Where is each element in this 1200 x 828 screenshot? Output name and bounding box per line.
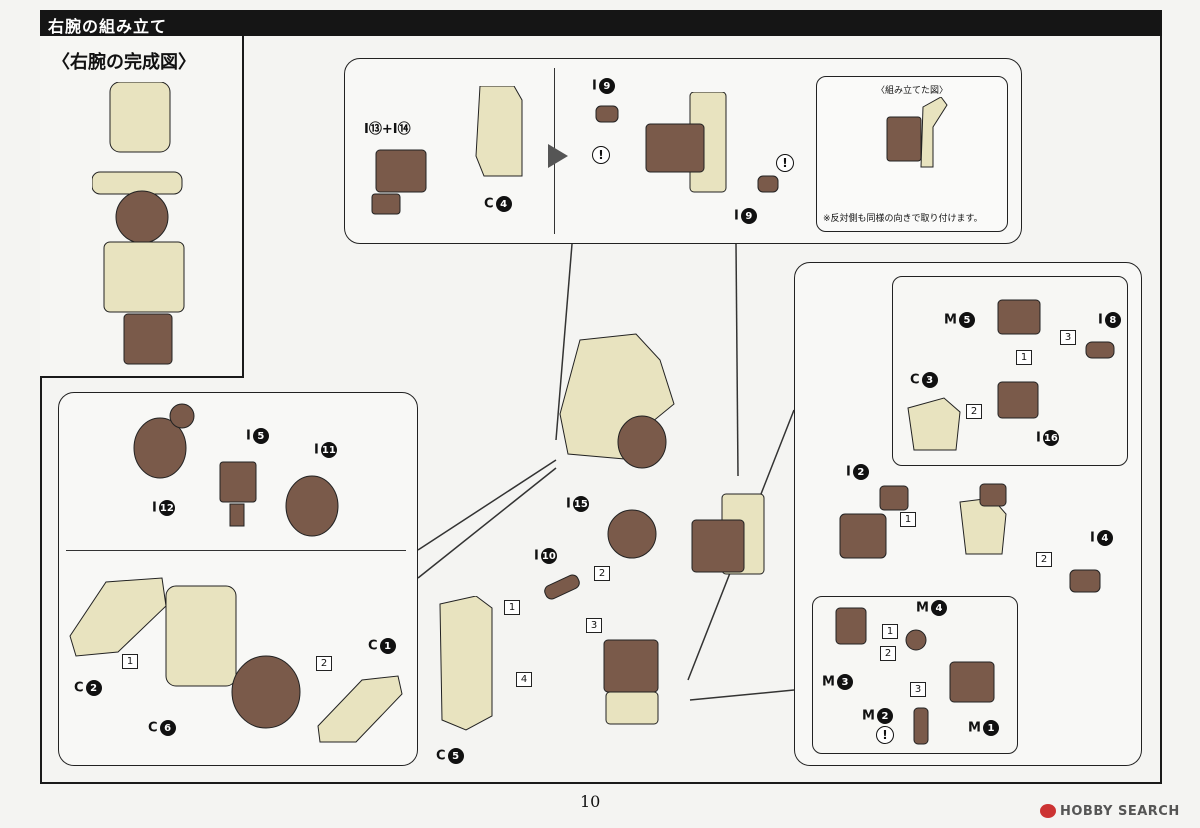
step-marker-1: 1 <box>504 600 520 615</box>
part-i5-block <box>219 461 257 527</box>
logo-icon <box>1040 804 1056 818</box>
watermark-text: HOBBY SEARCH <box>1060 804 1180 819</box>
step-marker-2: 2 <box>966 404 982 419</box>
step-marker-4: 4 <box>516 672 532 687</box>
step-marker-3: 3 <box>1060 330 1076 345</box>
wrist-assembly-illustration <box>839 483 1007 559</box>
step-marker-2: 2 <box>594 566 610 581</box>
step-marker-1: 1 <box>900 512 916 527</box>
warning-icon: ! <box>876 726 894 744</box>
part-shoulder-joint <box>133 403 195 479</box>
part-m4 <box>905 629 927 651</box>
step-marker-3: 3 <box>910 682 926 697</box>
part-i4 <box>1069 569 1101 593</box>
part-m1 <box>949 661 995 703</box>
part-c3 <box>907 397 961 451</box>
part-hand-base <box>371 149 427 215</box>
next-step-arrow <box>548 144 568 168</box>
part-m5 <box>997 299 1041 335</box>
completed-title: 〈右腕の完成図〉 <box>52 52 196 73</box>
part-i10-peg <box>544 574 580 600</box>
step-marker-1: 1 <box>122 654 138 669</box>
warning-icon: ! <box>776 154 794 172</box>
assembled-title: 〈組み立てた図〉 <box>875 86 948 96</box>
assembled-view-box: 〈組み立てた図〉 ※反対側も同様の向きで取り付けます。 <box>816 76 1008 232</box>
part-i8 <box>1085 341 1115 359</box>
part-m3 <box>835 607 867 645</box>
part-elbow-assembly <box>691 493 765 575</box>
step-marker-2: 2 <box>880 646 896 661</box>
assembled-hand-illustration <box>886 97 948 168</box>
part-c5-panel <box>439 596 493 731</box>
warning-icon: ! <box>592 146 610 164</box>
step-marker-2: 2 <box>1036 552 1052 567</box>
step-marker-3: 3 <box>586 618 602 633</box>
section-header: 右腕の組み立て <box>40 10 1162 36</box>
section-title: 右腕の組み立て <box>48 17 168 36</box>
part-i11-cap <box>285 475 339 537</box>
hand-assembly-illustration <box>595 92 779 193</box>
step-marker-1: 1 <box>1016 350 1032 365</box>
part-c4-frame <box>475 86 523 177</box>
completed-arm-illustration <box>92 82 185 365</box>
page-frame <box>40 36 1162 784</box>
panel-divider <box>66 550 406 551</box>
part-m2 <box>913 707 929 745</box>
label-i13-i14: I⑬+I⑭ <box>364 122 411 137</box>
page-number: 10 <box>580 792 601 811</box>
part-shoulder-block <box>559 333 675 469</box>
step-marker-1: 1 <box>882 624 898 639</box>
part-i16 <box>997 381 1039 419</box>
step-marker-2: 2 <box>316 656 332 671</box>
part-i15-joint <box>607 509 657 559</box>
assembled-note: ※反対側も同様の向きで取り付けます。 <box>823 214 983 224</box>
upper-arm-illustration <box>69 577 403 743</box>
part-forearm-assembly <box>603 639 659 725</box>
completed-view-box: 〈右腕の完成図〉 <box>40 36 244 378</box>
